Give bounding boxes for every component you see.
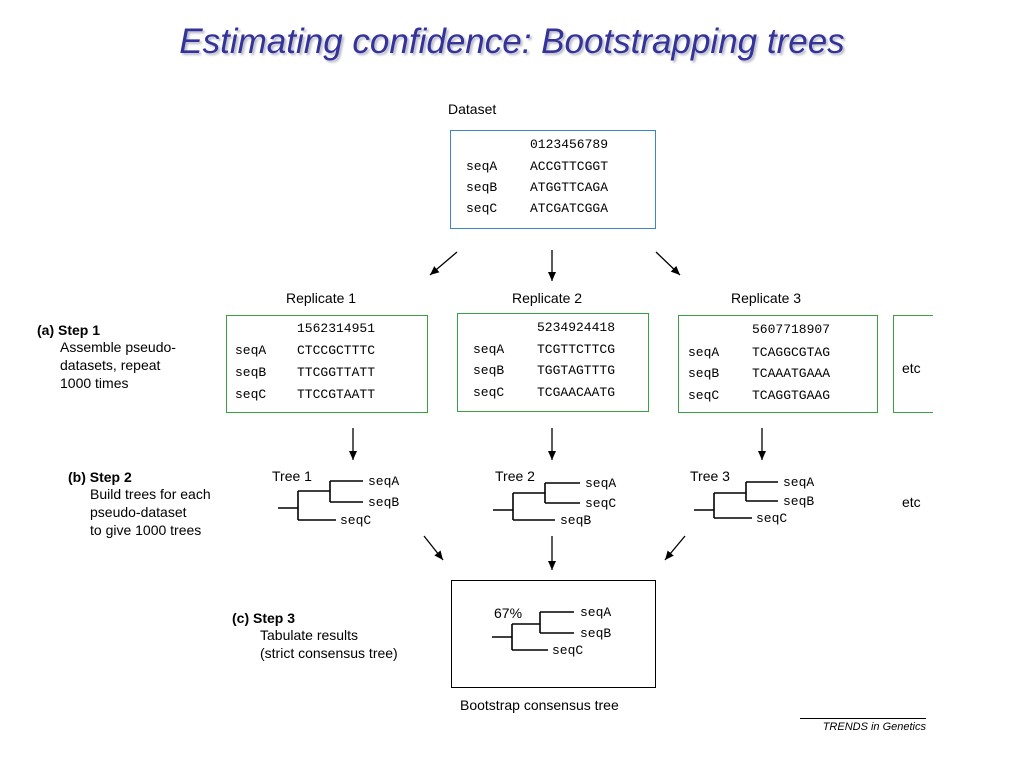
replicate-row-name: seqC: [688, 388, 720, 403]
step-c-line: (strict consensus tree): [260, 645, 398, 661]
replicate-row-seq: TCGAACAATG: [537, 385, 616, 400]
tree-2-branches: [493, 482, 580, 521]
tree-2-label: Tree 2: [495, 468, 535, 484]
step-a-line: Assemble pseudo-: [60, 339, 176, 355]
consensus-box: [451, 580, 656, 688]
arrow-tree1-to-consensus: [423, 535, 444, 561]
etc-trees-label: etc: [902, 494, 921, 510]
tree-leaf: seqC: [585, 496, 617, 511]
consensus-leaf: seqC: [552, 643, 584, 658]
replicate-1-header: 1562314951: [297, 321, 376, 336]
replicate-2-header: 5234924418: [537, 320, 616, 335]
dataset-header: 0123456789: [530, 137, 609, 152]
tree-leaf: seqA: [585, 476, 617, 491]
replicate-row-seq: TCGTTCTTCG: [537, 342, 616, 357]
arrow-dataset-to-rep3: [655, 251, 681, 276]
replicate-row-name: seqA: [235, 343, 267, 358]
replicate-row-name: seqA: [473, 342, 505, 357]
tree-leaf: seqA: [368, 474, 400, 489]
dataset-row-name: seqC: [466, 201, 498, 216]
dataset-row-seq: ATCGATCGGA: [530, 201, 609, 216]
step-b-title: (b) Step 2: [68, 469, 132, 485]
etc-replicate-box: [893, 315, 933, 413]
replicate-row-name: seqB: [473, 363, 505, 378]
step-a-title: (a) Step 1: [37, 322, 101, 338]
dataset-row-name: seqA: [466, 159, 498, 174]
step-b-line: Build trees for each: [90, 486, 211, 502]
step-c: (c) Step 3 Tabulate results (strict cons…: [232, 610, 398, 662]
tree-1-label: Tree 1: [272, 468, 312, 484]
step-b: (b) Step 2 Build trees for each pseudo-d…: [68, 469, 211, 539]
consensus-support-value: 67%: [494, 605, 523, 621]
replicate-3-label: Replicate 3: [731, 290, 802, 306]
tree-leaf: seqB: [368, 495, 400, 510]
tree-leaf: seqC: [756, 511, 788, 526]
replicate-row-name: seqC: [473, 385, 505, 400]
dataset-row-seq: ACCGTTCGGT: [530, 159, 609, 174]
replicate-row-name: seqB: [235, 365, 267, 380]
tree-1-branches: [278, 480, 363, 521]
replicate-2-box: 5234924418 seqA TCGTTCTTCG seqB TGGTAGTT…: [457, 313, 649, 412]
tree-3-label: Tree 3: [690, 468, 730, 484]
replicate-row-seq: TCAGGCGTAG: [752, 345, 831, 360]
step-c-line: Tabulate results: [260, 627, 359, 643]
replicate-row-name: seqA: [688, 345, 720, 360]
step-a-line: datasets, repeat: [60, 357, 161, 373]
replicate-row-seq: TCAGGTGAAG: [752, 388, 831, 403]
arrow-tree3-to-consensus: [664, 535, 686, 561]
replicate-row-seq: CTCCGCTTTC: [297, 343, 376, 358]
step-b-line: pseudo-dataset: [90, 504, 187, 520]
step-c-title: (c) Step 3: [232, 610, 296, 626]
replicate-3-box: 5607718907 seqA TCAGGCGTAG seqB TCAAATGA…: [678, 315, 878, 413]
tree-leaf: seqC: [340, 513, 372, 528]
tree-leaf: seqB: [560, 513, 592, 528]
tree-leaf: seqA: [783, 475, 815, 490]
etc-replicates-label: etc: [902, 360, 921, 376]
page-title: Estimating confidence: Bootstrapping tre…: [179, 22, 845, 61]
replicate-2-label: Replicate 2: [512, 290, 583, 306]
replicate-1-box: 1562314951 seqA CTCCGCTTTC seqB TTCGGTTA…: [226, 315, 428, 413]
dataset-row-seq: ATGGTTCAGA: [530, 180, 609, 195]
replicate-row-seq: TCAAATGAAA: [752, 366, 831, 381]
replicate-1-label: Replicate 1: [286, 290, 357, 306]
consensus-leaf: seqA: [580, 605, 612, 620]
consensus-tree-branches: [492, 611, 574, 651]
dataset-row-name: seqB: [466, 180, 498, 195]
arrow-dataset-to-rep1: [429, 251, 458, 276]
step-a-line: 1000 times: [60, 375, 129, 391]
replicate-row-seq: TTCGGTTATT: [297, 365, 376, 380]
step-a: (a) Step 1 Assemble pseudo- datasets, re…: [37, 322, 176, 392]
step-b-line: to give 1000 trees: [90, 522, 202, 538]
tree-leaf: seqB: [783, 494, 815, 509]
consensus-caption: Bootstrap consensus tree: [460, 697, 619, 713]
source-credit: TRENDS in Genetics: [800, 718, 926, 733]
dataset-label: Dataset: [448, 101, 497, 117]
dataset-box: 0123456789 seqA ACCGTTCGGT seqB ATGGTTCA…: [450, 130, 656, 229]
replicate-row-name: seqB: [688, 366, 720, 381]
replicate-row-name: seqC: [235, 387, 267, 402]
replicate-row-seq: TGGTAGTTTG: [537, 363, 616, 378]
consensus-leaf: seqB: [580, 626, 612, 641]
tree-3-branches: [694, 481, 778, 519]
replicate-3-header: 5607718907: [752, 322, 831, 337]
replicate-row-seq: TTCCGTAATT: [297, 387, 376, 402]
